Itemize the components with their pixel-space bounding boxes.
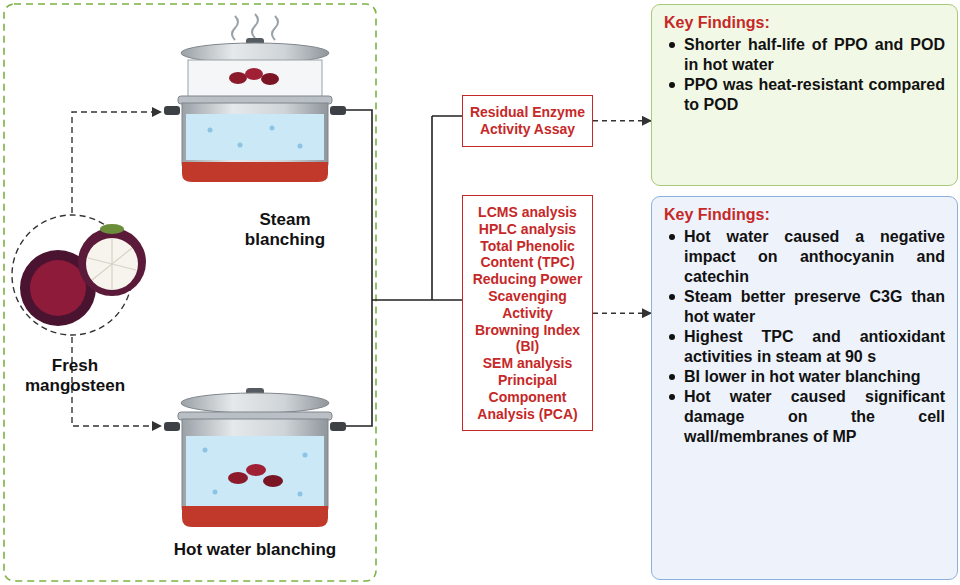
bullet-item: Shorter half-life of PPO and POD in hot … [664,35,945,75]
fruit-piece [228,472,248,484]
water [186,114,324,160]
method-text: Principal Component Analysis (PCA) [469,372,586,422]
group-frame [4,4,376,581]
finding-text: Highest TPC and antioxidant activities i… [684,328,945,365]
steamer-basket [188,60,322,98]
bullet-item: Steam better preserve C3G than hot water [664,287,945,327]
bracket-line [346,110,462,426]
bullet-item: Highest TPC and antioxidant activities i… [664,327,945,367]
steam-pot [164,14,346,182]
method-text: Residual Enzyme Activity Assay [469,104,586,138]
bullet-dot [669,334,675,340]
method-text: HPLC analysis [469,221,586,238]
fruit-piece [263,475,283,487]
method-text: Browning Index (BI) [469,322,586,356]
finding-text: PPO was heat-resistant compared to POD [684,76,945,113]
dashed-arrow [593,120,651,122]
bubble [298,492,303,497]
pot-body [182,419,328,509]
method-text: Scavenging Activity [469,288,586,322]
figure-label: Steam blanching [235,210,335,251]
flesh-segments [88,238,136,290]
method-box: Residual Enzyme Activity Assay [462,95,593,147]
finding-text: BI lower in hot water blanching [684,368,920,385]
dashed-arrow [593,312,651,314]
findings-heading: Key Findings: [664,13,945,33]
bubble [208,128,213,133]
mangosteen [12,215,146,335]
bullet-dot [669,234,675,240]
bubble [270,126,275,131]
bullet-dot [669,82,675,88]
finding-text: Hot water caused a negative impact on an… [684,228,945,285]
pot-base [182,162,328,182]
fruit-rind [78,228,146,296]
finding-text: Hot water caused significant damage on t… [684,388,945,445]
bullet-item: Hot water caused significant damage on t… [664,387,945,447]
fruit-rind-inner [30,260,86,316]
calyx [100,224,124,234]
flow-arrow [72,112,160,213]
pot-handle [330,422,346,431]
bubble [298,144,303,149]
pot-handle [164,106,180,115]
figure-label: Hot water blanching [140,540,370,560]
method-text: LCMS analysis [469,204,586,221]
fruit-piece [246,464,266,476]
bullet-dot [669,294,675,300]
bullet-item: Hot water caused a negative impact on an… [664,227,945,287]
finding-text: Shorter half-life of PPO and POD in hot … [684,36,945,73]
water [186,436,324,506]
finding-text: Steam better preserve C3G than hot water [684,288,945,325]
pot-body [182,103,328,165]
method-box: LCMS analysisHPLC analysisTotal Phenolic… [462,195,593,431]
figure-label: Fresh mangosteen [15,356,135,397]
pot-base [182,506,328,527]
bubble [203,448,208,453]
steam-line [232,16,238,40]
fruit-flesh [86,238,138,290]
bullet-dot [669,394,675,400]
bubble [238,143,243,148]
pot-handle [330,106,346,115]
method-text: SEM analysis [469,355,586,372]
bubble [303,453,308,458]
findings-box: Key Findings: Shorter half-life of PPO an… [651,4,958,186]
hot-water-pot [164,388,346,527]
fruit-piece [245,68,263,80]
fruit-piece [229,72,247,84]
bullet-dot [669,374,675,380]
method-text: Total Phenolic Content (TPC) [469,238,586,272]
bullet-item: BI lower in hot water blanching [664,367,945,387]
bullet-dot [669,42,675,48]
findings-heading: Key Findings: [664,205,945,225]
method-text: Reducing Power [469,271,586,288]
bubble [213,490,218,495]
steam-line [272,16,278,40]
pot-handle [164,422,180,431]
pot-lid [181,393,329,413]
fruit-piece [261,73,279,85]
bullet-item: PPO was heat-resistant compared to POD [664,75,945,115]
findings-box: Key Findings: Hot water caused a negative… [651,196,958,580]
steam-line [252,14,258,38]
